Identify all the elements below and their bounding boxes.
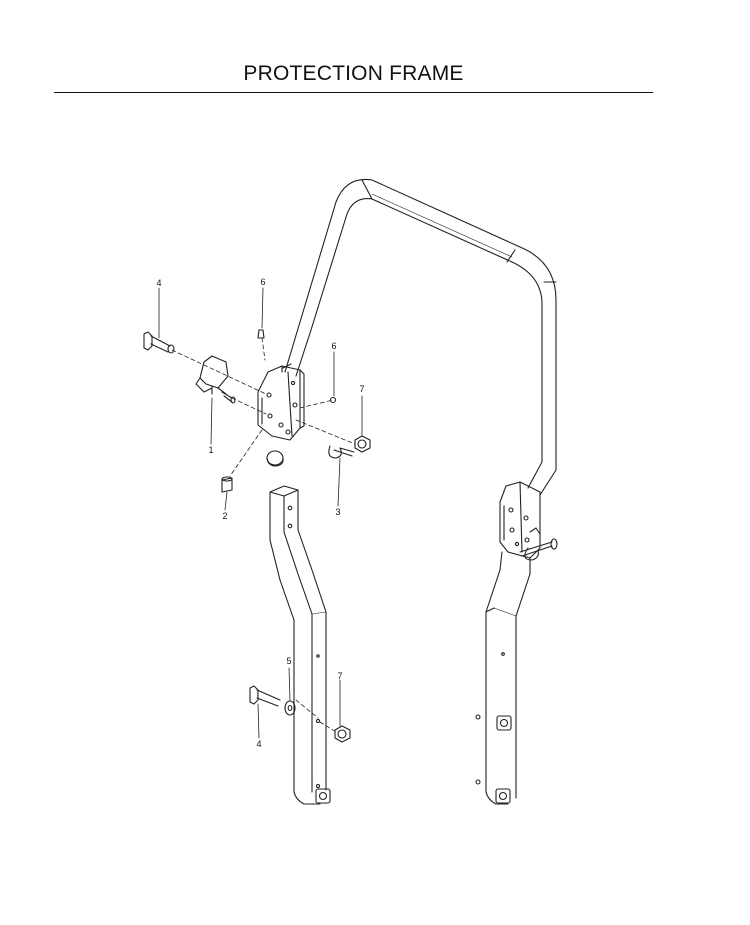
callout-3: 3: [335, 507, 340, 517]
callout-5: 5: [286, 656, 291, 666]
callout-6-lower: 6: [331, 341, 336, 351]
left-lower-leg: [269, 485, 331, 805]
callout-7-lower: 7: [337, 671, 342, 681]
set-screw-lower: [329, 396, 337, 404]
callout-leaders: [158, 287, 363, 739]
callout-numbers: 4 6 1 6 7 3 2 5 7 4: [156, 277, 364, 749]
bolt-upper: [143, 331, 175, 354]
right-pivot-bracket: [499, 481, 541, 559]
latch-pin: [195, 355, 236, 404]
bushing: [221, 476, 233, 493]
nut-lower: [334, 725, 351, 743]
washer: [284, 700, 296, 716]
right-lower-leg: [475, 551, 531, 805]
callout-7-upper: 7: [359, 384, 364, 394]
callout-1: 1: [208, 445, 213, 455]
end-cap: [266, 450, 284, 467]
left-pivot-bracket: [257, 365, 305, 441]
bolt-lower: [249, 685, 281, 707]
nut-upper: [354, 435, 371, 453]
hitch-pin-clip: [328, 445, 355, 459]
callout-6-upper: 6: [260, 277, 265, 287]
set-screw-upper: [257, 329, 265, 339]
assembly-lines: [171, 337, 356, 733]
title-underline: [54, 92, 653, 93]
page-title: PROTECTION FRAME: [243, 62, 464, 85]
callout-4-upper: 4: [156, 278, 161, 288]
rops-upper-hoop: [282, 178, 557, 496]
callout-4-lower: 4: [256, 739, 261, 749]
right-hitch-pin: [519, 538, 558, 561]
callout-2: 2: [222, 511, 227, 521]
